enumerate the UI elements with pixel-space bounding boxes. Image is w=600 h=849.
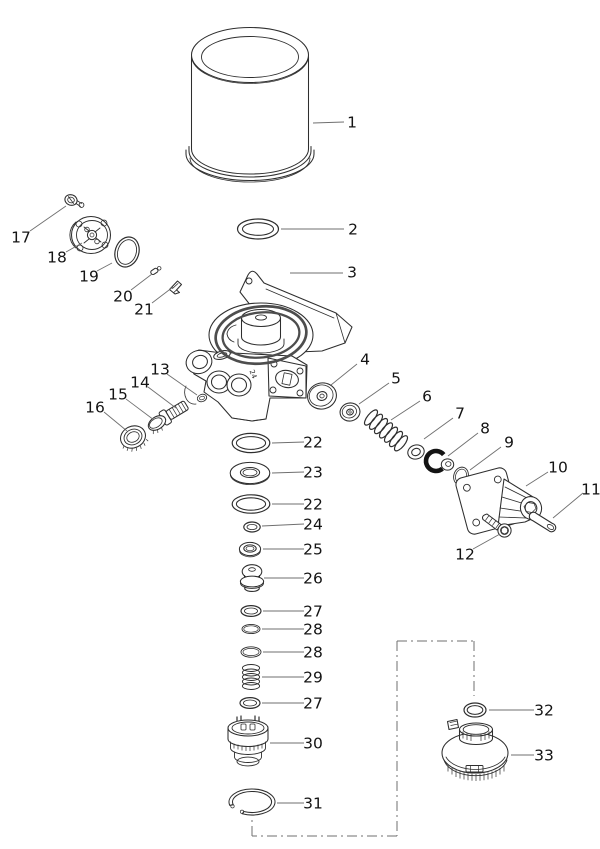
part-label-21-20: 21 [134, 300, 154, 318]
part-11-pin [528, 511, 557, 533]
leader-line-16-15 [103, 411, 128, 432]
leader-line-6-5 [390, 400, 421, 421]
leader-line-1-0 [312, 121, 345, 124]
part-label-32-34: 32 [534, 701, 554, 719]
sub-assembly-boundary [251, 640, 475, 837]
leader-line-24-24 [261, 523, 305, 527]
part-27-o-ring-upper [240, 604, 262, 617]
part-label-25-25: 25 [303, 540, 323, 558]
part-label-17-16: 17 [11, 228, 31, 246]
part-label-2-1: 2 [348, 220, 358, 238]
part-label-24-24: 24 [303, 515, 323, 533]
part-label-9-8: 9 [504, 433, 514, 451]
part-7-washer-ring [407, 444, 425, 460]
part-label-15-14: 15 [108, 385, 128, 403]
part-label-14-13: 14 [130, 373, 150, 391]
part-label-22-21: 22 [303, 433, 323, 451]
part-28-o-ring-upper [241, 623, 261, 635]
part-label-23-22: 23 [303, 463, 323, 481]
callout-layer: 1234567891011121314151617181920212223222… [11, 113, 600, 812]
leader-line-13-12 [166, 373, 198, 396]
part-label-5-4: 5 [391, 369, 401, 387]
leader-line-7-6 [423, 417, 454, 440]
part-23-flanged-washer [229, 461, 271, 485]
part-10-end-cover [455, 467, 543, 535]
leader-line-8-7 [447, 432, 479, 457]
part-18-flange-plate [69, 215, 112, 255]
leader-line-23-22 [271, 471, 305, 474]
part-28-o-ring-lower [240, 646, 262, 658]
part-4-disc-large [307, 382, 337, 410]
part-label-1-0: 1 [347, 113, 357, 131]
leader-line-21-20 [151, 286, 174, 304]
part-label-3-2: 3 [347, 263, 357, 281]
part-label-18-17: 18 [47, 248, 67, 266]
part-31-snap-ring [228, 788, 276, 816]
part-20-tiny-pin [150, 266, 162, 276]
part-19-o-ring [114, 236, 140, 268]
leader-line-12-11 [472, 533, 501, 550]
part-8-piston-seal-ring [423, 448, 455, 474]
part-label-30-32: 30 [303, 734, 323, 752]
leader-line-10-9 [525, 471, 549, 487]
part-21-clip [168, 280, 183, 295]
part-label-10-9: 10 [548, 458, 568, 476]
part-label-6-5: 6 [422, 387, 432, 405]
leader-line-18-17 [65, 242, 83, 253]
part-33-silencer-cap [441, 718, 509, 781]
part-27-o-ring-lower [239, 696, 261, 709]
part-label-29-30: 29 [303, 668, 323, 686]
part-label-27-27: 27 [303, 602, 323, 620]
part-label-28-28: 28 [303, 620, 323, 638]
leader-line-9-8 [469, 446, 502, 471]
part-17-screw [64, 194, 85, 208]
part-13-o-ring-small [196, 393, 208, 403]
part-25-seal-washer [238, 541, 262, 558]
housing-cast-mark: 24 [247, 369, 258, 381]
leader-line-20-19 [130, 273, 153, 291]
part-5-disc-small [339, 402, 361, 422]
leader-line-15-14 [125, 398, 155, 421]
part-label-16-15: 16 [85, 398, 105, 416]
part-29-small-coil-spring [241, 664, 261, 690]
part-12-socket-bolt [481, 513, 512, 538]
part-24-o-ring-small [243, 521, 261, 533]
leader-line-4-3 [330, 363, 358, 386]
part-2-o-ring [236, 218, 280, 240]
part-16-knurled-ring [120, 425, 149, 452]
part-label-20-19: 20 [113, 287, 133, 305]
part-label-22-23: 22 [303, 495, 323, 513]
part-label-8-7: 8 [480, 419, 490, 437]
leader-line-11-10 [552, 492, 584, 519]
leader-line-22-21 [271, 441, 305, 444]
leader-line-19-18 [96, 262, 113, 272]
part-30-valve-insert [227, 715, 269, 767]
part-3-valve-housing: 24 [184, 270, 353, 422]
part-6-coil-spring [363, 409, 409, 452]
part-22-o-ring-upper [231, 432, 271, 454]
part-label-7-6: 7 [455, 404, 465, 422]
part-label-11-10: 11 [581, 480, 600, 498]
part-32-o-ring [463, 702, 487, 718]
part-label-4-3: 4 [360, 350, 370, 368]
part-label-19-18: 19 [79, 267, 99, 285]
part-label-26-26: 26 [303, 569, 323, 587]
part-label-13-12: 13 [150, 360, 170, 378]
leader-line-17-16 [29, 205, 67, 232]
part-22-o-ring-lower [231, 494, 271, 514]
leader-line-14-13 [147, 386, 177, 409]
part-label-31-33: 31 [303, 794, 323, 812]
part-label-33-35: 33 [534, 746, 554, 764]
part-label-28-29: 28 [303, 643, 323, 661]
leader-line-5-4 [358, 382, 390, 405]
part-26-poppet-valve [239, 564, 265, 592]
part-1-cartridge-canister [185, 26, 315, 183]
part-label-12-11: 12 [455, 545, 475, 563]
part-label-27-31: 27 [303, 694, 323, 712]
